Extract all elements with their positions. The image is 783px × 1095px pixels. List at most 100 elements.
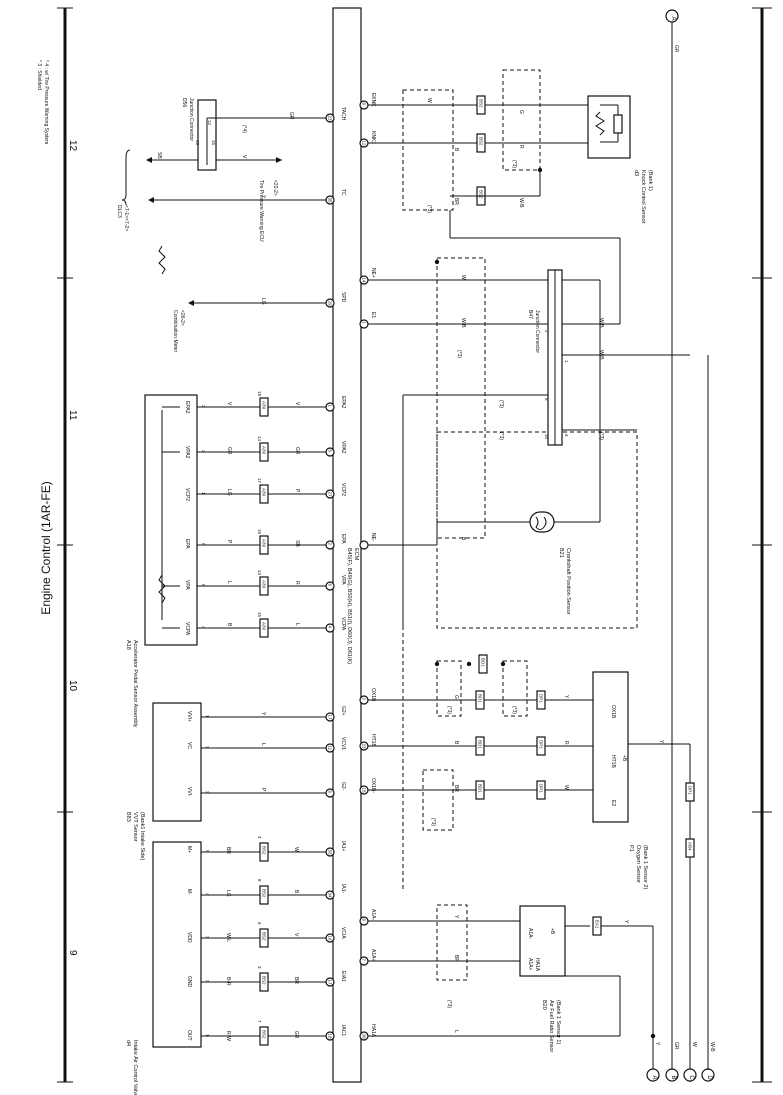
wire-color: Y xyxy=(260,195,266,199)
connector-code: A39 xyxy=(261,622,266,631)
inline-connector xyxy=(685,838,695,858)
component-pin-name: EPA xyxy=(184,539,190,549)
ecm-pin-name: A1A+ xyxy=(370,949,376,961)
component-pin-number: 4 xyxy=(564,434,569,437)
component-pin-name: +B xyxy=(549,928,555,935)
wire-color: W-B xyxy=(460,318,466,328)
wire-color: P xyxy=(226,540,232,544)
ecm-pin-name: NE+ xyxy=(370,268,376,278)
ecm-body xyxy=(332,7,362,1083)
component-pin-name: HT1B xyxy=(610,755,616,768)
resistor-symbol xyxy=(595,111,605,136)
ecm-pin-name: VCIA xyxy=(340,927,346,939)
component-code: D56 xyxy=(181,98,187,107)
terminal-letter: D xyxy=(706,1075,712,1080)
coil-symbol xyxy=(535,516,547,530)
connector-code: BS2 xyxy=(261,976,266,985)
terminal-a xyxy=(646,1068,660,1082)
ecm-pin-number: 6 xyxy=(362,103,367,106)
connector-code: AB4 xyxy=(687,842,692,851)
component-pin-name: OX1B xyxy=(610,705,616,719)
wire-color: Y xyxy=(623,920,629,924)
reference-code: <22-2> xyxy=(272,180,278,196)
connector-code: DP1 xyxy=(538,740,543,749)
inline-connector xyxy=(259,618,269,638)
ecm-pin-name: IAC1 xyxy=(340,1025,346,1036)
reference-label: Combination Meter xyxy=(172,310,178,353)
ecm-pin-number: 29 xyxy=(328,301,333,307)
component-pin-number: 2 xyxy=(544,330,549,333)
inline-connector xyxy=(259,1026,269,1046)
ecm-pin-name: E1 xyxy=(370,312,376,318)
shield-label: (*3) xyxy=(446,706,452,714)
wire-color: W xyxy=(460,275,466,280)
wire-color: B xyxy=(460,537,466,541)
component-name: VVT Sensor xyxy=(132,812,138,842)
wire-color: W xyxy=(563,785,569,790)
wire-color: GR xyxy=(673,45,679,53)
connector-pin: 8 xyxy=(257,879,262,882)
connector-code: BS2 xyxy=(478,99,483,108)
ecm-pin-number: 17 xyxy=(328,715,333,721)
wire-color: W-B xyxy=(598,350,604,360)
connector-code: DP1 xyxy=(538,694,543,703)
ecm-pin-name: G2- xyxy=(340,782,346,791)
connector-code: BS2 xyxy=(261,1030,266,1039)
connector-code: BS2 xyxy=(478,190,483,199)
component-code: P1 xyxy=(628,845,634,852)
component-name: Junction Connector xyxy=(534,310,540,353)
reference-label: Tire Pressure Warning ECU xyxy=(258,180,264,242)
ecm-pin-number: 23 xyxy=(328,116,333,122)
wire-color: LG xyxy=(225,890,231,897)
shield-label: (*3) xyxy=(598,432,604,440)
wire-color: P xyxy=(260,788,266,792)
wire-color: B xyxy=(226,623,232,627)
wire-color: V xyxy=(241,155,247,159)
ecm-pin-name: NE- xyxy=(370,533,376,542)
section-number: 12 xyxy=(67,140,78,152)
wire-color: L xyxy=(453,1030,459,1033)
ecm-pin-number: 5 xyxy=(328,450,333,453)
terminal-a xyxy=(665,9,679,23)
ecm-pin-number: 18 xyxy=(328,1034,333,1040)
shield-label: (*3) xyxy=(511,706,517,714)
ecm-pin-number: 33 xyxy=(328,850,333,856)
resistor-symbol xyxy=(158,245,166,275)
ecm-pin-number: 12 xyxy=(362,141,367,147)
connector-code: BD1 xyxy=(477,784,482,793)
ecm-pin-number: 7 xyxy=(362,959,367,962)
connector-pin: 6 xyxy=(257,922,262,925)
component-pin-name: EPA2 xyxy=(184,401,190,414)
shield-label: (*3) xyxy=(456,350,462,358)
wire-color: P xyxy=(294,489,300,493)
wire-color: GR xyxy=(288,112,294,120)
component-sub: (Bank1 Intake Side) xyxy=(139,812,145,860)
ecm-pin-name: VCPA xyxy=(340,617,346,631)
inline-connector xyxy=(259,484,269,504)
section-number: 10 xyxy=(67,680,78,692)
ecm-pin-name: EPA2 xyxy=(340,396,346,409)
inline-connector xyxy=(536,736,546,756)
wire-color: W xyxy=(691,1042,697,1047)
ecm-pin xyxy=(359,540,369,550)
component-pin-name: VC xyxy=(186,742,192,749)
ecm-pin-name: HA1A xyxy=(370,1024,376,1038)
wire-color: BR xyxy=(453,198,459,205)
component-pin-name: A1A+ xyxy=(527,958,533,970)
connector-code: BD1 xyxy=(477,740,482,749)
note-shielded: * 3 : Shielded xyxy=(36,60,42,90)
ecm-pin-number: 27 xyxy=(328,492,333,498)
terminal-letter: A xyxy=(651,1075,657,1079)
connector-pin: 3 xyxy=(257,966,262,969)
wire-color: R xyxy=(518,145,524,149)
connector-code: A39 xyxy=(261,446,266,455)
component-pin-number: 15 xyxy=(211,140,216,146)
ecm-pin-number: 23 xyxy=(362,744,367,750)
component-pin-number: 8 xyxy=(544,398,549,401)
wire-color: V xyxy=(293,933,299,937)
wire-color: B xyxy=(293,890,299,894)
component-code: B83 xyxy=(125,812,131,822)
reference-label: DLC3 xyxy=(116,205,122,218)
shield-label: (*3) xyxy=(446,1000,452,1008)
